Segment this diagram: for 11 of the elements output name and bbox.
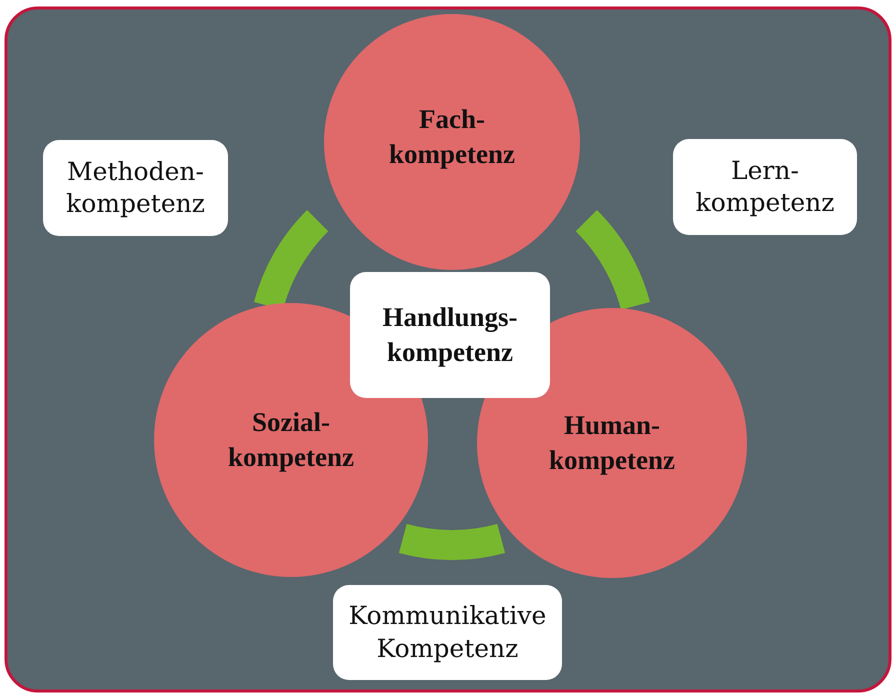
competence-label: Handlungs- kompetenz [382, 300, 518, 369]
label-box [350, 272, 550, 398]
label-box [43, 140, 228, 236]
competence-label: Lern- kompetenz [696, 154, 834, 219]
competence-label: Fach- kompetenz [389, 102, 515, 171]
competence-label: Sozial- kompetenz [228, 406, 354, 474]
competence-label: Kommunikative Kompetenz [348, 600, 546, 664]
label-box [333, 585, 562, 680]
competence-label: Human- kompetenz [549, 408, 675, 477]
competence-label: Methoden- kompetenz [66, 156, 205, 220]
label-box [673, 139, 857, 235]
